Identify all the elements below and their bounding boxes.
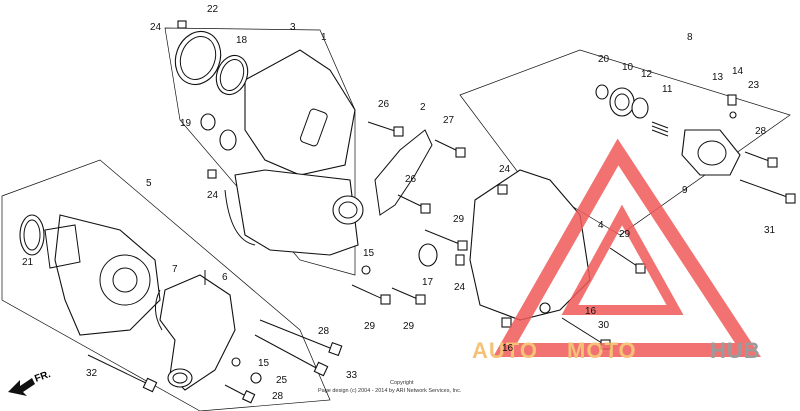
part-number-label-26: 26 [405, 174, 417, 185]
watermark-text-moto: MOTO [567, 338, 637, 363]
crankcase-cover-group [164, 20, 468, 305]
part-number-label-13: 13 [712, 72, 724, 83]
part-number-label-23: 23 [748, 80, 760, 91]
part-number-label-27: 27 [443, 115, 455, 126]
part-number-label-16: 16 [585, 306, 597, 317]
direction-label: FR. [33, 369, 52, 385]
part-number-label-29: 29 [364, 321, 376, 332]
part-number-label-22: 22 [207, 4, 219, 15]
part-number-label-9: 9 [682, 185, 688, 196]
part-number-label-25: 25 [276, 375, 288, 386]
water-pump-group [1, 159, 331, 411]
part-number-label-5: 5 [146, 178, 152, 189]
part-number-label-24: 24 [454, 282, 466, 293]
part-number-label-26: 26 [378, 99, 390, 110]
part-number-label-8: 8 [687, 32, 693, 43]
watermark-text-auto: AUTO [472, 338, 538, 363]
watermark-triangle-icon [492, 138, 761, 357]
part-number-label-31: 31 [764, 225, 776, 236]
part-number-label-24: 24 [150, 22, 162, 33]
part-number-label-17: 17 [422, 277, 434, 288]
watermark-inner-triangle-icon [561, 204, 684, 315]
part-number-label-28: 28 [318, 326, 330, 337]
part-number-label-33: 33 [346, 370, 358, 381]
front-direction-indicator: FR. [8, 369, 52, 396]
part-number-label-10: 10 [622, 62, 634, 73]
part-number-label-29: 29 [453, 214, 465, 225]
direction-arrow-icon [8, 378, 35, 396]
part-number-label-32: 32 [86, 368, 98, 379]
part-number-label-6: 6 [222, 272, 228, 283]
part-number-label-1: 1 [321, 32, 327, 43]
part-number-label-18: 18 [236, 35, 248, 46]
part-number-label-29: 29 [403, 321, 415, 332]
part-number-label-15: 15 [363, 248, 375, 259]
part-number-label-11: 11 [662, 84, 673, 95]
part-number-label-2: 2 [420, 102, 426, 113]
part-number-label-28: 28 [755, 126, 767, 137]
clutch-cover-group [459, 49, 796, 350]
watermark-text-hub: HUB [710, 338, 761, 363]
part-number-label-14: 14 [732, 66, 744, 77]
part-number-label-30: 30 [598, 320, 610, 331]
part-number-label-3: 3 [290, 22, 296, 33]
part-number-label-19: 19 [180, 118, 192, 129]
part-number-label-29: 29 [619, 229, 631, 240]
part-number-label-20: 20 [598, 54, 610, 65]
part-number-label-15: 15 [258, 358, 270, 369]
part-number-label-12: 12 [641, 69, 653, 80]
part-number-label-21: 21 [22, 257, 34, 268]
watermark-logo: AUTO MOTO HUB [472, 138, 761, 363]
part-number-label-7: 7 [172, 264, 178, 275]
part-number-label-16: 16 [502, 343, 514, 354]
copyright-text: Page design (c) 2004 - 2014 by ARI Netwo… [318, 388, 462, 394]
part-number-label-24: 24 [207, 190, 219, 201]
part-number-label-4: 4 [598, 220, 604, 231]
thermostat-cover-group [155, 270, 343, 404]
part-number-label-24: 24 [499, 164, 511, 175]
copyright-title: Copyright [390, 380, 414, 386]
part-number-label-28: 28 [272, 391, 284, 402]
